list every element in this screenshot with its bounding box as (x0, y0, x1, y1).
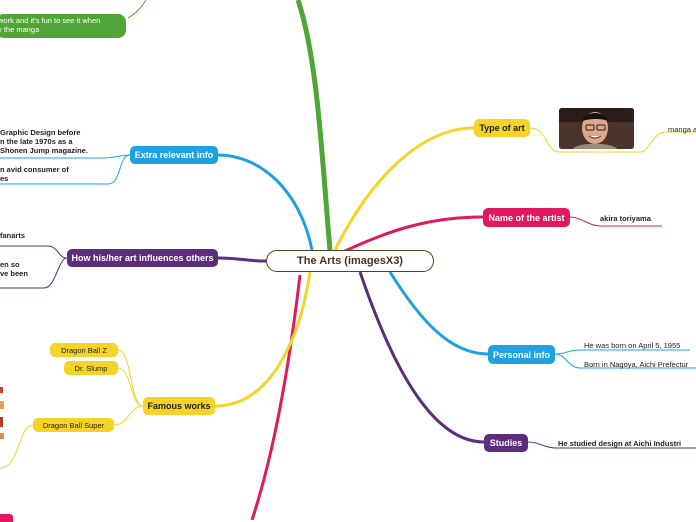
leaf-extra-info-1-line-2: n the late 1970s as a (0, 137, 73, 146)
node-studies[interactable]: Studies (484, 434, 528, 452)
node-extra-info[interactable]: Extra relevant info (130, 146, 218, 164)
green-note[interactable]: work and it's fun to see it when y the m… (0, 14, 126, 38)
leaf-extra-info-1: Graphic Design before n the late 1970s a… (0, 128, 88, 155)
node-influences[interactable]: How his/her art influences others (67, 249, 218, 267)
work-dr-slump[interactable]: Dr. Slump (64, 361, 118, 375)
work-dragon-ball-z[interactable]: Dragon Ball Z (50, 343, 118, 357)
leaf-influences-2: en so ve been (0, 260, 28, 278)
leaf-influences-2-line-2: ve been (0, 269, 28, 278)
node-famous-works[interactable]: Famous works (143, 397, 215, 415)
green-note-line-2: y the manga (0, 25, 40, 34)
leaf-extra-info-1-line-3: Shonen Jump magazine. (0, 146, 88, 155)
leaf-studies: He studied design at Aichi Industri (558, 439, 682, 448)
green-note-line-1: work and it's fun to see it when (0, 16, 101, 25)
leaf-birth-date: He was born on April 5, 1955 (584, 341, 681, 350)
node-type-of-art[interactable]: Type of art (474, 119, 530, 137)
leaf-extra-info-2-line-2: es (0, 174, 9, 183)
central-topic[interactable]: The Arts (imagesX3) (266, 250, 434, 272)
artist-photo-icon (559, 108, 634, 149)
leaf-birth-place: Born in Nagoya, Aichi Prefectur (584, 360, 689, 369)
node-personal-info[interactable]: Personal info (488, 345, 555, 364)
leaf-influences-2-line-1: en so (0, 260, 20, 269)
work-dragon-ball-super[interactable]: Dragon Ball Super (33, 418, 114, 432)
leaf-extra-info-2: n avid consumer of es (0, 165, 69, 183)
leaf-type-of-art: manga ar (668, 125, 696, 134)
leaf-extra-info-1-line-1: Graphic Design before (0, 128, 81, 137)
leaf-influences-1: fanarts (0, 231, 26, 240)
work-thumbnail-icon (0, 385, 5, 445)
leaf-artist-name: akira toriyama (600, 214, 651, 223)
node-offscreen-pink[interactable] (0, 514, 13, 522)
node-name-of-artist[interactable]: Name of the artist (483, 208, 570, 227)
leaf-extra-info-2-line-1: n avid consumer of (0, 165, 69, 174)
